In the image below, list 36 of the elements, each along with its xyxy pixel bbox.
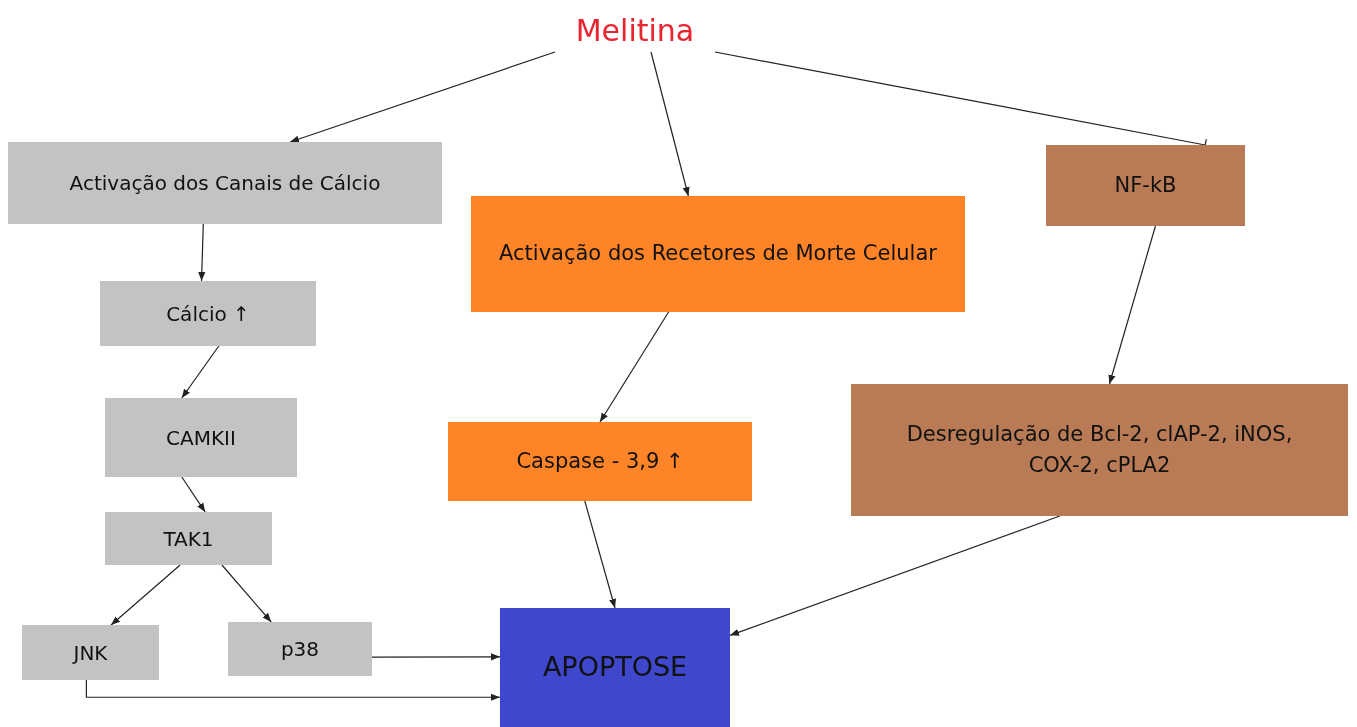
- box-label: Activação dos Canais de Cálcio: [69, 170, 381, 197]
- box-label: JNK: [73, 639, 108, 667]
- arrow: [289, 51, 556, 143]
- process-box: [851, 384, 1348, 516]
- arrow: [584, 500, 616, 609]
- arrow: [221, 564, 272, 623]
- process-box: [1046, 145, 1245, 226]
- title-text: Melitina: [575, 11, 695, 50]
- process-box: [22, 625, 159, 680]
- process-box: [100, 281, 316, 346]
- process-box: [471, 196, 965, 312]
- arrow: [1108, 225, 1157, 385]
- process-box: [228, 622, 372, 676]
- arrow: [729, 515, 1061, 636]
- arrow: [85, 679, 501, 701]
- box-label: NF-kB: [1114, 171, 1177, 199]
- arrow: [650, 51, 690, 197]
- arrow: [371, 653, 501, 661]
- process-box: [8, 142, 442, 224]
- arrow: [181, 345, 220, 399]
- box-label: APOPTOSE: [542, 650, 688, 685]
- box-label: p38: [280, 636, 320, 663]
- box-label: Desregulação de Bcl-2, clAP-2, iNOS, COX-2, cPLA2: [905, 420, 1294, 479]
- arrow: [110, 564, 181, 626]
- arrow: [181, 476, 206, 513]
- box-label: Caspase - 3,9 ↑: [516, 447, 684, 475]
- arrow: [599, 311, 670, 423]
- process-box: [105, 512, 272, 565]
- box-label: TAK1: [163, 525, 214, 553]
- process-box: [448, 422, 752, 501]
- outcome-box: [500, 608, 730, 727]
- box-label: Activação dos Recetores de Morte Celular: [499, 240, 937, 268]
- process-box: [105, 398, 297, 477]
- box-label: CAMKII: [166, 424, 236, 452]
- arrow: [198, 223, 206, 282]
- box-label: Cálcio ↑: [166, 300, 250, 328]
